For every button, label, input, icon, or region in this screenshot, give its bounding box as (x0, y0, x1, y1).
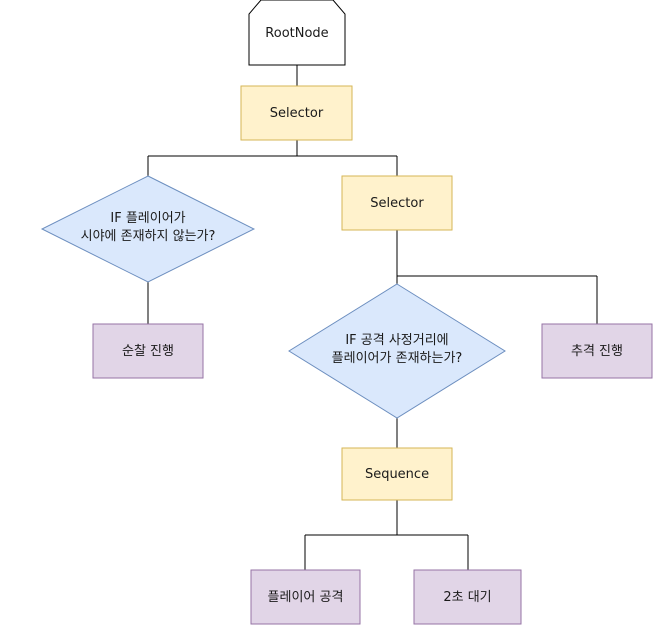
action-chase-label: 추격 진행 (571, 343, 623, 359)
action-attack-box (250, 569, 361, 625)
selector-second-label: Selector (370, 196, 424, 211)
action-attack-label: 플레이어 공격 (268, 590, 344, 605)
edge-sequence-children (304, 500, 469, 570)
condition-player-not-visible-diamond (40, 175, 256, 283)
action-wait-label: 2초 대기 (443, 590, 491, 605)
selector-top-label: Selector (270, 106, 324, 121)
sequence-box (341, 447, 453, 501)
root-node: RootNode (248, 0, 346, 66)
action-patrol-node: 순찰 진행 (92, 323, 204, 379)
action-wait-node: 2초 대기 (413, 569, 522, 625)
condition-player-in-range-line2: 플레이어가 존재하는가? (332, 351, 463, 366)
sequence-label: Sequence (365, 467, 429, 482)
selector-top-box (240, 85, 353, 141)
edge-selector-branches (147, 140, 398, 176)
condition-player-not-visible-line1: IF 플레이어가 (110, 211, 185, 226)
selector-second-box (341, 175, 453, 231)
action-patrol-box (92, 323, 204, 379)
action-attack-node: 플레이어 공격 (250, 569, 361, 625)
condition-player-in-range-diamond (288, 283, 506, 419)
condition-player-in-range-line1: IF 공격 사정거리에 (345, 333, 448, 348)
root-node-shape (248, 0, 346, 66)
action-chase-node: 추격 진행 (541, 323, 653, 379)
action-patrol-label: 순찰 진행 (122, 343, 174, 359)
condition-player-in-range-node: IF 공격 사정거리에 플레이어가 존재하는가? (288, 283, 506, 419)
sequence-node: Sequence (341, 447, 453, 501)
edges (147, 65, 598, 570)
condition-player-not-visible-line2: 시야에 존재하지 않는가? (81, 229, 216, 244)
selector-second-node: Selector (341, 175, 453, 231)
edge-selector2-branches (396, 230, 598, 324)
action-wait-box (413, 569, 522, 625)
root-node-label: RootNode (265, 26, 328, 41)
condition-player-not-visible-node: IF 플레이어가 시야에 존재하지 않는가? (40, 175, 256, 283)
action-chase-box (541, 323, 653, 379)
selector-top-node: Selector (240, 85, 353, 141)
